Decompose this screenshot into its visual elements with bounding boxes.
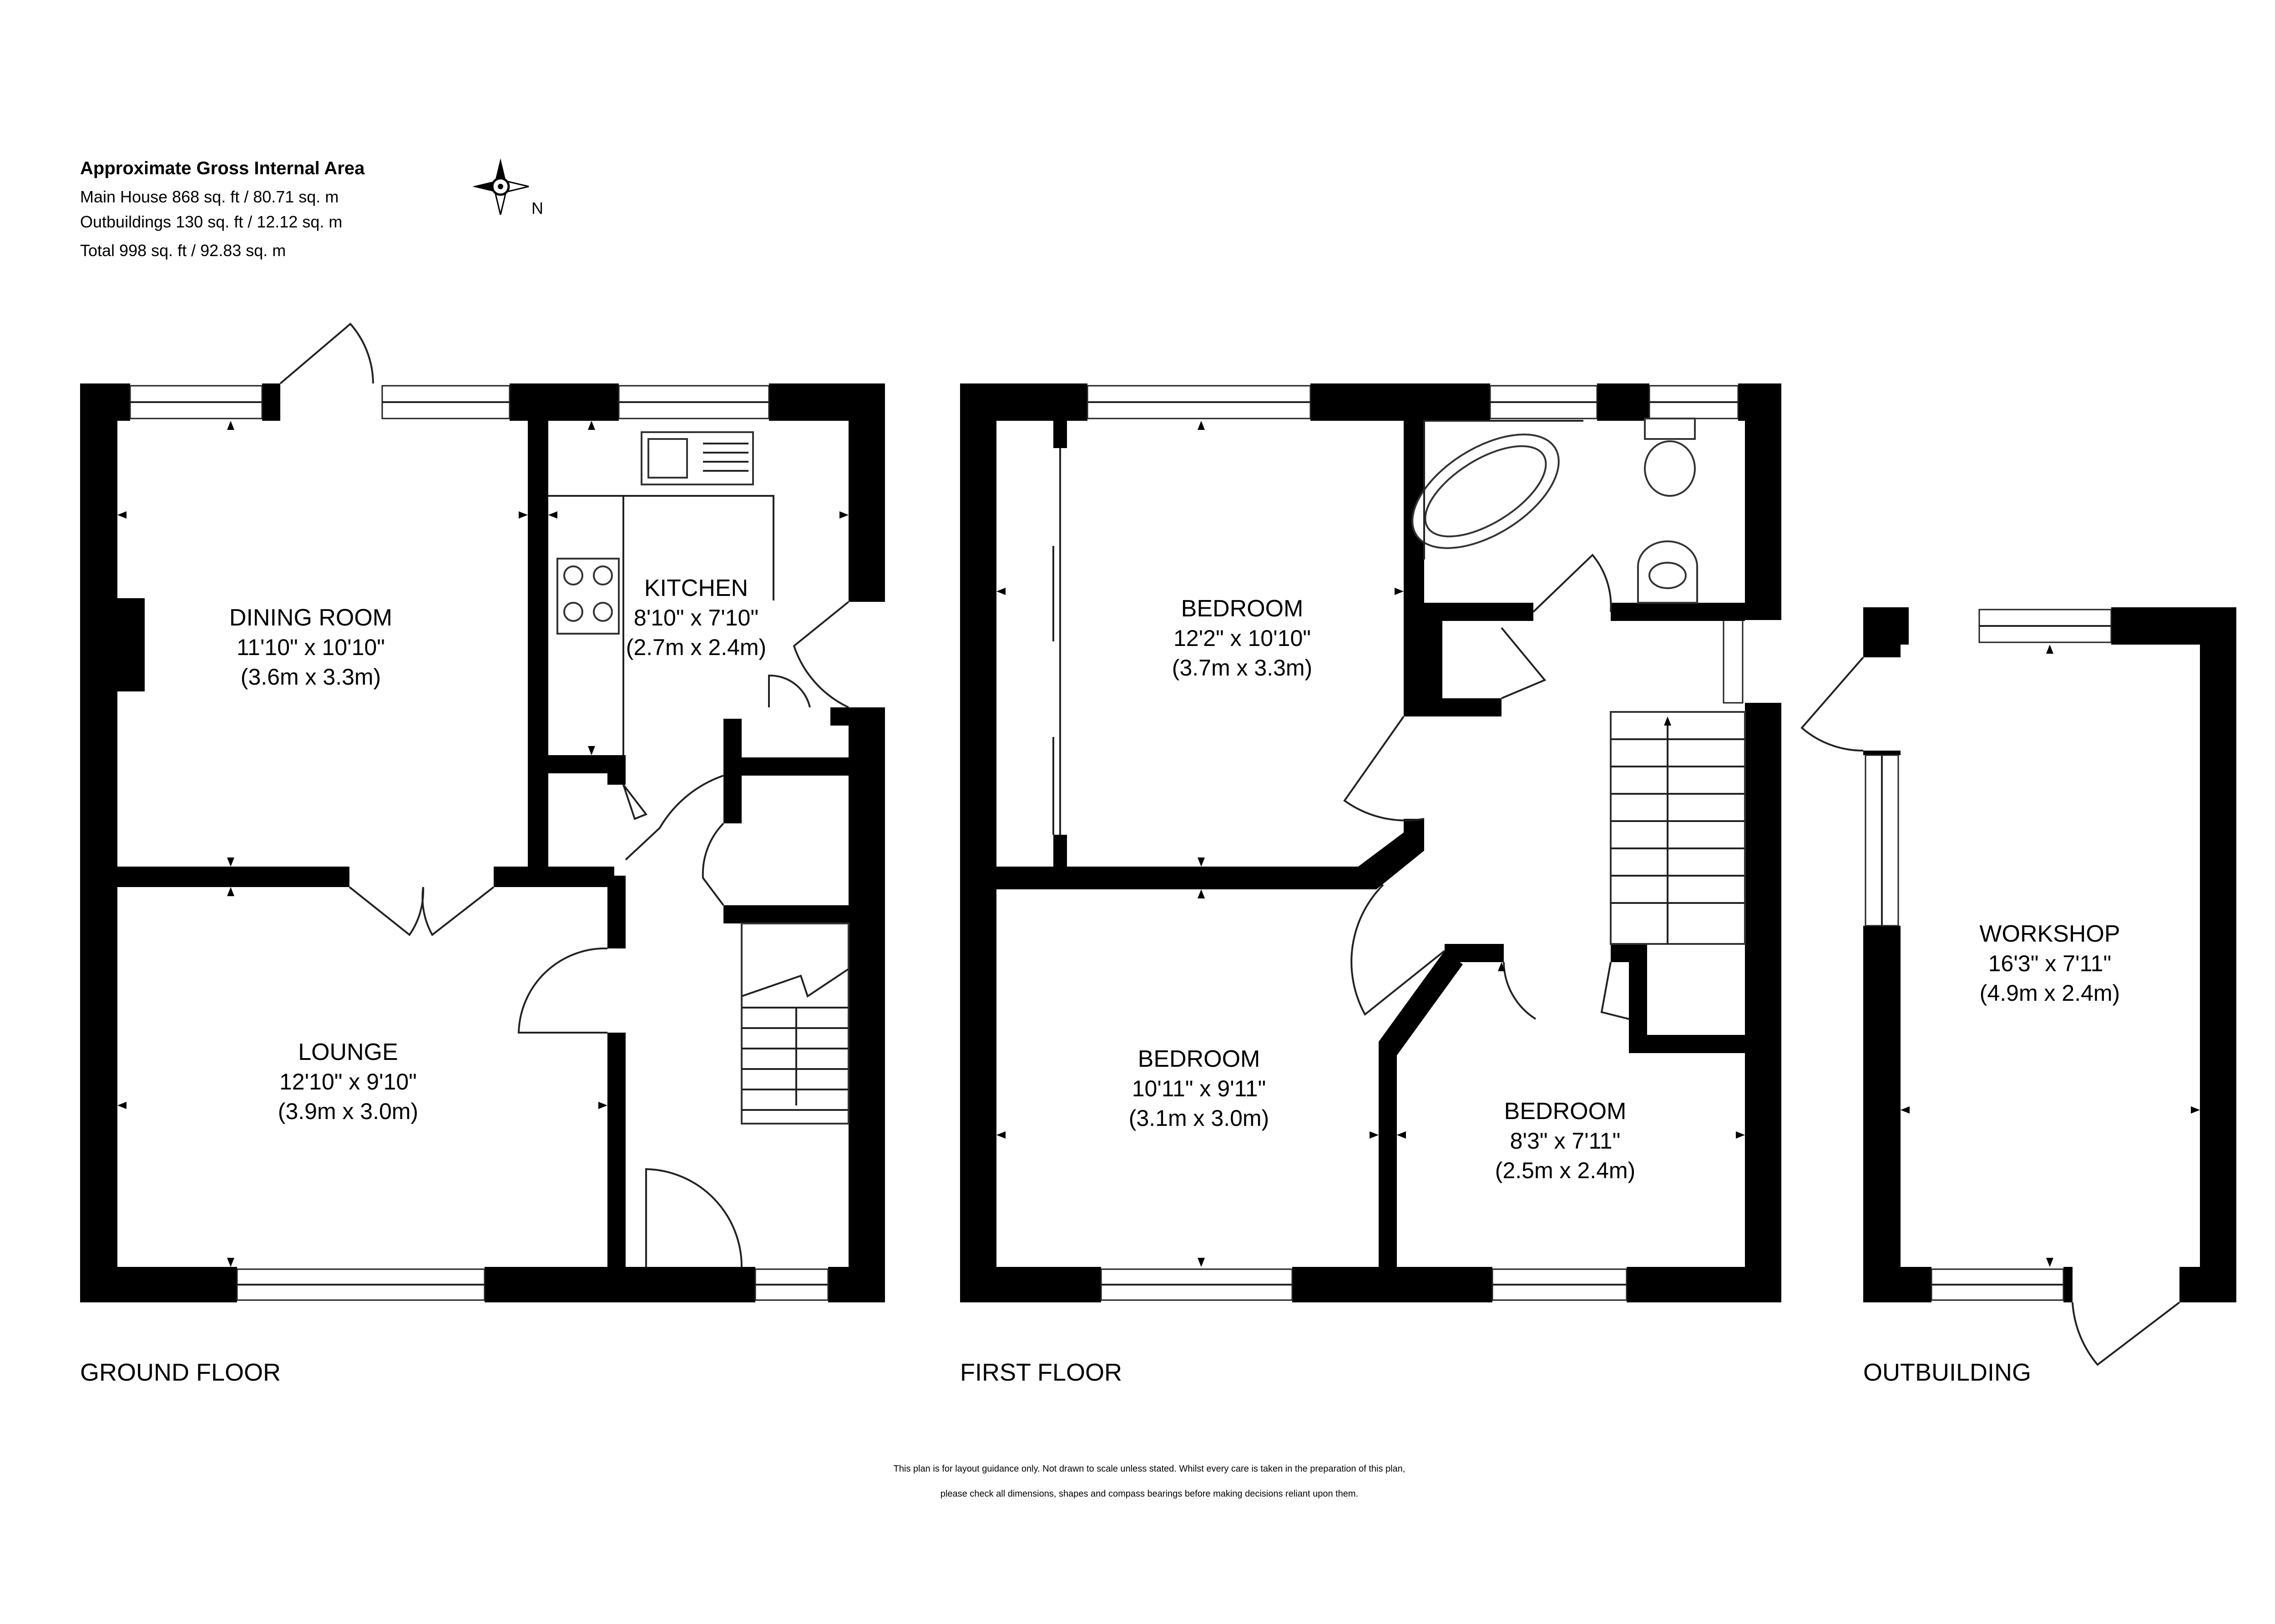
- area-summary: Approximate Gross Internal Area Main Hou…: [80, 158, 365, 260]
- room-bedroom-3-metric: (2.5m x 2.4m): [1495, 1158, 1635, 1183]
- room-bedroom-1-name: BEDROOM: [1181, 595, 1304, 622]
- first-floor-label: FIRST FLOOR: [960, 1359, 1122, 1386]
- compass-rose-icon: [472, 158, 529, 215]
- ground-floor-label: GROUND FLOOR: [80, 1359, 281, 1386]
- room-lounge-imperial: 12'10" x 9'10": [279, 1069, 417, 1094]
- area-total: Total 998 sq. ft / 92.83 sq. m: [80, 241, 286, 260]
- room-kitchen-metric: (2.7m x 2.4m): [626, 635, 766, 660]
- compass-north-label: N: [531, 199, 543, 217]
- room-dining-room-name: DINING ROOM: [229, 605, 392, 631]
- room-bedroom-2-name: BEDROOM: [1138, 1046, 1260, 1072]
- area-main-house: Main House 868 sq. ft / 80.71 sq. m: [80, 187, 339, 206]
- area-title: Approximate Gross Internal Area: [80, 158, 365, 178]
- first-floor-plan: BEDROOM 12'2" x 10'10" (3.7m x 3.3m) BED…: [960, 383, 1781, 1302]
- room-dining-room-metric: (3.6m x 3.3m): [241, 664, 381, 690]
- room-bedroom-3-name: BEDROOM: [1504, 1098, 1627, 1125]
- room-bedroom-2-metric: (3.1m x 3.0m): [1129, 1105, 1269, 1131]
- room-dining-room-imperial: 11'10" x 10'10": [237, 635, 385, 660]
- room-bedroom-3-imperial: 8'3" x 7'11": [1510, 1128, 1621, 1154]
- room-lounge-metric: (3.9m x 3.0m): [278, 1099, 418, 1124]
- disclaimer-line-2: please check all dimensions, shapes and …: [940, 1489, 1358, 1499]
- room-kitchen-name: KITCHEN: [644, 575, 748, 601]
- room-kitchen-imperial: 8'10" x 7'10": [634, 605, 758, 630]
- outbuilding-plan: WORKSHOP 16'3" x 7'11" (4.9m x 2.4m): [1800, 607, 2236, 1366]
- room-workshop-name: WORKSHOP: [1979, 921, 2120, 947]
- ground-floor-plan: DINING ROOM 11'10" x 10'10" (3.6m x 3.3m…: [80, 323, 885, 1302]
- room-bedroom-2-imperial: 10'11" x 9'11": [1132, 1076, 1266, 1101]
- room-lounge-name: LOUNGE: [298, 1039, 398, 1065]
- disclaimer-line-1: This plan is for layout guidance only. N…: [894, 1464, 1405, 1474]
- outbuilding-label: OUTBUILDING: [1863, 1359, 2031, 1386]
- room-bedroom-1-imperial: 12'2" x 10'10": [1173, 625, 1311, 651]
- room-workshop-imperial: 16'3" x 7'11": [1988, 951, 2112, 976]
- area-outbuildings: Outbuildings 130 sq. ft / 12.12 sq. m: [80, 212, 342, 231]
- room-workshop-metric: (4.9m x 2.4m): [1980, 980, 2120, 1006]
- room-bedroom-1-metric: (3.7m x 3.3m): [1172, 655, 1312, 681]
